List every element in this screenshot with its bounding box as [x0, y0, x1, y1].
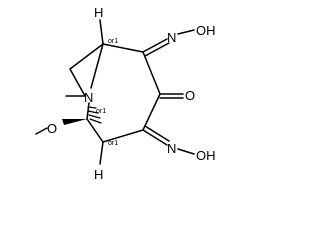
- label-o-ketone: O: [185, 88, 195, 103]
- label-h-top: H: [94, 5, 103, 20]
- bond-o-methyl: [35, 127, 48, 135]
- bond-c2-n-top: [142, 38, 168, 53]
- bond-c4-c5: [102, 129, 144, 143]
- stereo-top: or1: [108, 38, 118, 45]
- structure-svg: H H O N O N OH N OH or1 or1 or1: [35, 5, 216, 182]
- bond-c4-n-bottom-double: [144, 125, 170, 142]
- bond-ch2-n: [69, 68, 86, 97]
- wedge-methoxy: [62, 119, 87, 125]
- bond-n-oh-top: [177, 29, 195, 35]
- label-o-methoxy: O: [47, 121, 57, 136]
- stereo-middle: or1: [96, 108, 106, 115]
- label-n-top: N: [167, 30, 176, 45]
- bond-c5-c6: [86, 118, 104, 143]
- bond-n-oh-bottom: [177, 148, 195, 155]
- bond-c1-c2: [102, 43, 144, 53]
- bond-c2-n-top-double: [144, 42, 170, 57]
- label-oh-bottom: OH: [196, 148, 216, 163]
- bond-c1-ch2: [69, 43, 104, 70]
- molecule-diagram: H H O N O N OH N OH or1 or1 or1: [35, 5, 216, 182]
- label-n-bottom: N: [167, 141, 176, 156]
- bond-c1-h: [99, 19, 104, 45]
- stereo-bottom: or1: [108, 140, 118, 147]
- bond-c2-c3: [142, 51, 161, 95]
- bond-c1-n: [90, 43, 104, 89]
- bond-c3-c4: [142, 93, 161, 131]
- label-oh-top: OH: [196, 23, 216, 38]
- hashed-bond-bottom: [87, 106, 102, 124]
- label-h-bottom: H: [94, 167, 103, 182]
- label-n: N: [84, 90, 93, 105]
- bond-c4-n-bottom: [142, 129, 168, 146]
- bond-c5-h: [99, 141, 104, 165]
